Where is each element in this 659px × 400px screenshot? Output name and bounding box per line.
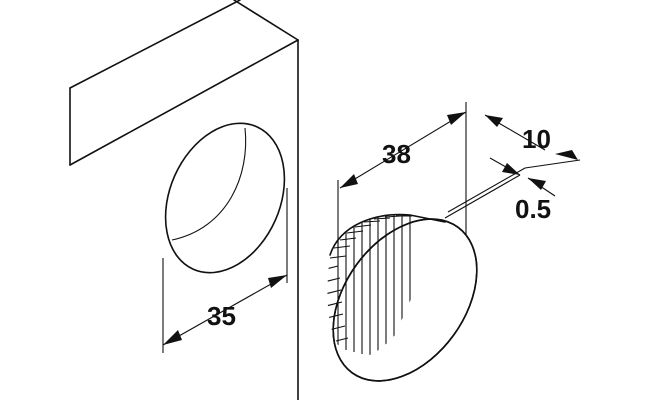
knurled-edge xyxy=(327,215,412,355)
dimension-label-10: 10 xyxy=(522,124,551,154)
dimension-cap-depth: 10 xyxy=(444,114,551,219)
dimension-cap-diameter: 38 xyxy=(337,102,467,255)
dimension-flange-thickness: 0.5 xyxy=(515,150,581,224)
dimension-label-38: 38 xyxy=(382,139,411,169)
cover-cap xyxy=(327,213,478,382)
dimension-label-0-5: 0.5 xyxy=(515,194,551,224)
drilled-hole xyxy=(164,122,286,274)
dimension-hole-diameter: 35 xyxy=(162,188,288,353)
cap-face xyxy=(332,218,478,382)
cabinet-panel xyxy=(69,0,299,400)
dimension-label-35: 35 xyxy=(207,301,236,331)
